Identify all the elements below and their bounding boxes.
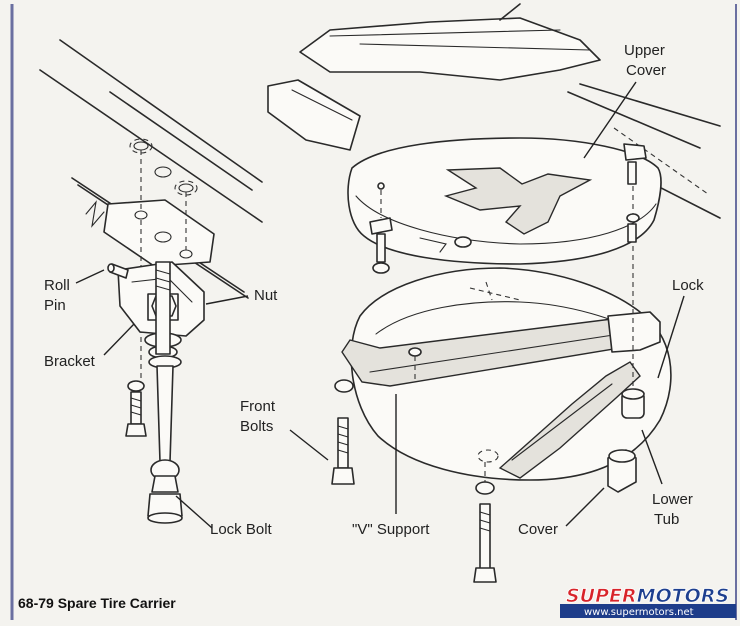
label-roll-pin-line2: Pin [44, 297, 66, 314]
label-nut: Nut [254, 287, 278, 304]
label-v-support: "V" Support [352, 521, 430, 538]
lock-part [621, 246, 645, 419]
label-roll-pin-line1: Roll [44, 277, 70, 294]
label-front-bolts-line2: Bolts [240, 418, 273, 435]
watermark-brand: SUPERMOTORS [566, 585, 729, 607]
label-upper-cover-line2: Cover [626, 62, 666, 79]
watermark-brand-super: SUPER [566, 585, 637, 607]
lock-bolt-part [147, 261, 183, 524]
small-bolt-part [125, 380, 147, 437]
leader-lines [75, 81, 685, 529]
mount-plate [103, 150, 215, 380]
watermark-url: www.supermotors.net [584, 607, 694, 618]
lower-tub-part [341, 267, 672, 481]
figure-caption: 68-79 Spare Tire Carrier [18, 595, 176, 611]
v-support-bolt [473, 462, 497, 583]
roll-pin-part [107, 263, 129, 279]
label-lower-tub-line1: Lower [652, 491, 693, 508]
upper-cover-part [347, 137, 662, 265]
label-lock: Lock [672, 277, 704, 294]
page-border [10, 4, 737, 620]
label-lock-bolt: Lock Bolt [210, 521, 273, 538]
label-lower-tub-line2: Tub [654, 511, 679, 528]
vehicle-frame [267, 3, 721, 219]
lock-cover-part [607, 449, 637, 493]
upper-cover-bolts [372, 143, 647, 274]
watermark-band [560, 604, 736, 618]
label-upper-cover-line1: Upper [624, 42, 665, 59]
front-bolts-part [331, 379, 355, 485]
watermark-brand-motors: MOTORS [637, 585, 730, 607]
label-cover: Cover [518, 521, 558, 538]
label-front-bolts-line1: Front [240, 398, 276, 415]
label-bracket: Bracket [44, 353, 96, 370]
supermotors-watermark: SUPERMOTORS www.supermotors.net [560, 585, 736, 618]
